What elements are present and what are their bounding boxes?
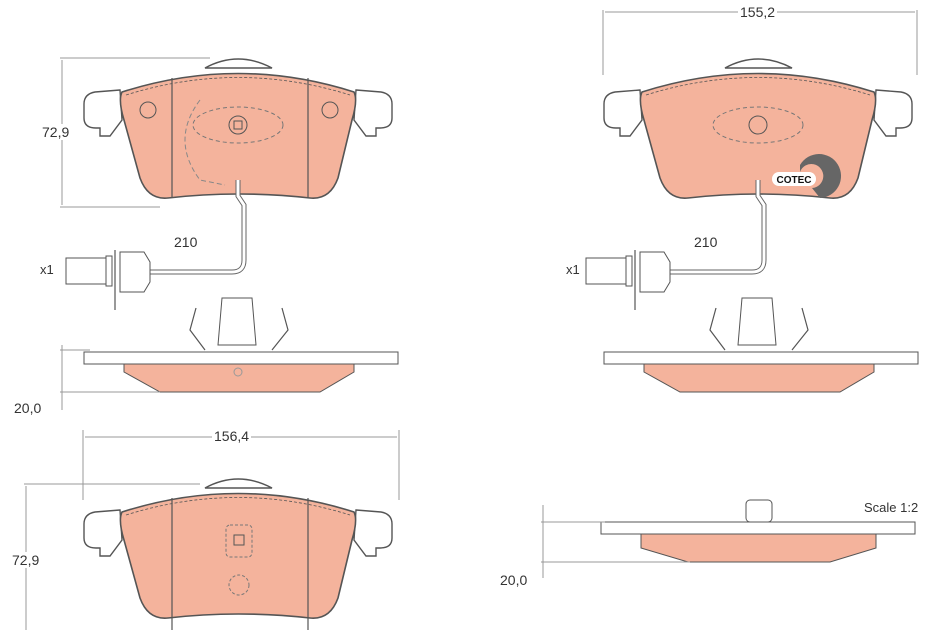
dimension-lines-bottom-right [541, 505, 690, 578]
pad-bottom-right [600, 499, 916, 563]
width-label-top-right: 155,2 [738, 4, 778, 20]
svg-text:COTEC: COTEC [777, 175, 812, 186]
pad-top-right [585, 58, 919, 393]
cotec-logo-icon: COTEC [772, 154, 842, 198]
sensor-qty-label-top-left: x1 [40, 262, 54, 277]
height-label-top-left: 72,9 [40, 124, 72, 140]
scale-label: Scale 1:2 [864, 500, 919, 515]
height-label-bottom-left: 72,9 [10, 552, 42, 568]
pad-top-left [65, 58, 399, 393]
pad-bottom-left [83, 478, 393, 630]
cable-length-label-top-right: 210 [692, 234, 720, 250]
thickness-label-top-left: 20,0 [12, 400, 44, 416]
cable-length-label-top-left: 210 [172, 234, 200, 250]
thickness-label-bottom-right: 20,0 [498, 572, 530, 588]
width-label-bottom-left: 156,4 [212, 428, 252, 444]
sensor-qty-label-top-right: x1 [566, 262, 580, 277]
